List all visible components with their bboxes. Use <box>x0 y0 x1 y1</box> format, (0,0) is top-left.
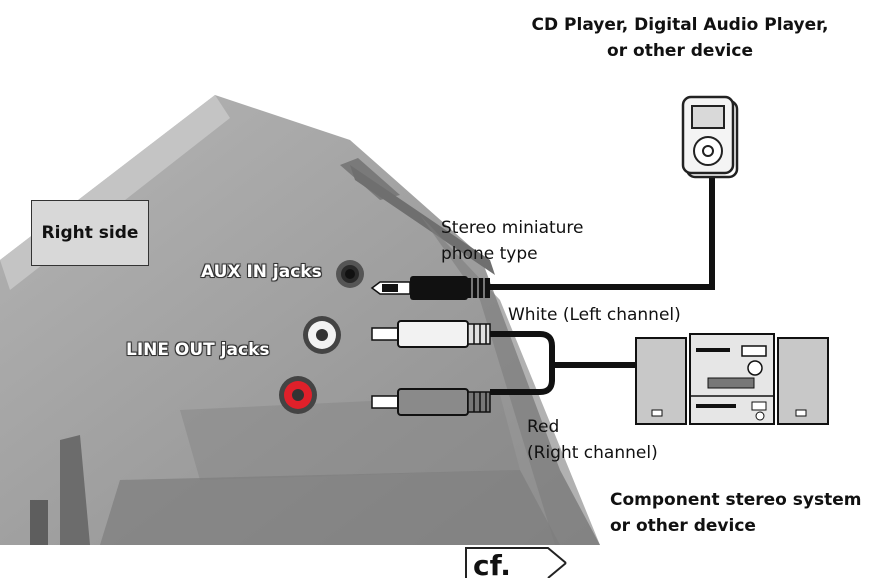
aux-in-label: AUX IN jacks <box>201 262 322 282</box>
stereo-line2: or other device <box>610 516 756 536</box>
stereo-system-icon <box>635 333 829 425</box>
line-out-jack-white <box>303 316 341 354</box>
aux-in-jack <box>336 260 364 288</box>
red-channel-label: Red (Right channel) <box>527 414 658 466</box>
white-channel-label: White (Left channel) <box>508 305 681 325</box>
cable-type-label: Stereo miniature phone type <box>441 215 584 267</box>
audio-player-icon <box>681 95 739 179</box>
stereo-system-label: Component stereo system or other device <box>610 487 861 539</box>
device-label: CD Player, Digital Audio Player, or othe… <box>480 12 872 64</box>
line-out-label: LINE OUT jacks <box>126 340 270 360</box>
mini-plug-icon <box>370 175 715 300</box>
cf-tag-shape <box>465 547 567 578</box>
line-out-jack-red <box>279 376 317 414</box>
right-side-box: Right side <box>31 200 149 266</box>
stereo-line1: Component stereo system <box>610 490 862 510</box>
cf-label: cf. <box>473 549 511 582</box>
device-label-line1: CD Player, Digital Audio Player, <box>531 15 829 35</box>
cf-reference-tag[interactable]: cf. <box>463 548 573 582</box>
cable-type-line1: Stereo miniature <box>441 218 584 238</box>
cable-type-line2: phone type <box>441 244 538 264</box>
device-label-line2: or other device <box>607 41 753 61</box>
rca-plug-icon <box>371 320 640 416</box>
red-label-line1: Red <box>527 417 560 437</box>
red-label-line2: (Right channel) <box>527 443 658 463</box>
